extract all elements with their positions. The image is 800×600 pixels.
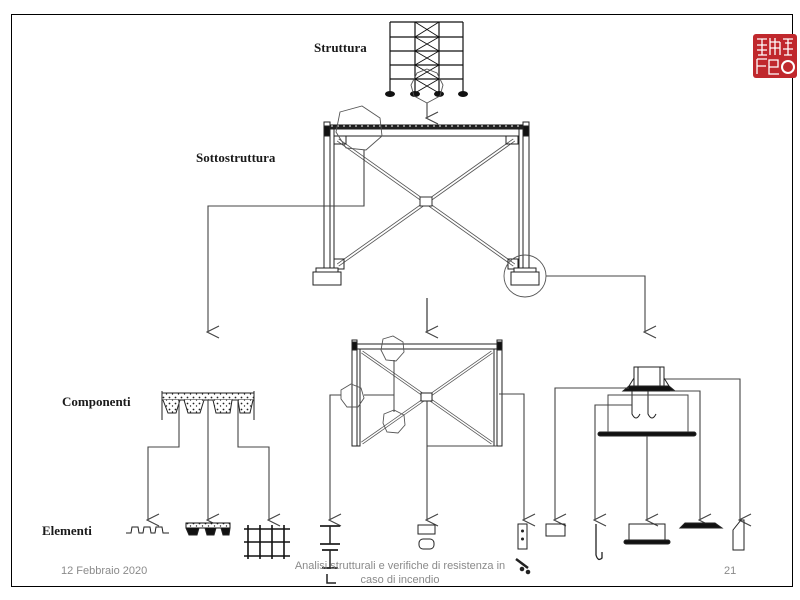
element-rebar-mesh	[244, 525, 290, 559]
braced-frame-component	[340, 335, 503, 447]
footer-date: 12 Febbraio 2020	[61, 565, 148, 577]
substructure-frame-drawing	[312, 105, 547, 298]
label-structure: Struttura	[314, 40, 367, 55]
element-grout-pad	[678, 522, 724, 529]
element-anchor-bolt	[595, 524, 603, 561]
connector-to-anchor	[595, 404, 632, 520]
slide-frame	[11, 14, 793, 587]
column-base-component	[597, 366, 697, 437]
connector-to-bolted-plate	[499, 393, 524, 520]
connector-to-stiffener	[665, 378, 740, 520]
connector-substructure-to-base	[546, 275, 645, 332]
footer-page-number: 21	[724, 565, 737, 577]
element-steel-deck	[126, 526, 169, 534]
element-base-plate	[623, 523, 671, 545]
footer-title-line1: Analisi strutturali e verifiche di resis…	[294, 560, 506, 572]
connector-to-i-beam	[330, 394, 341, 520]
connector-to-grout	[670, 390, 700, 520]
element-hollow-sections	[417, 524, 436, 550]
connector-substructure-to-slab	[208, 150, 365, 332]
element-concrete-slab	[185, 522, 231, 536]
element-i-beam	[320, 525, 340, 584]
label-components: Componenti	[62, 394, 131, 409]
footer-title: Analisi strutturali e verifiche di resis…	[270, 559, 530, 587]
element-bolted-plate	[515, 523, 531, 575]
element-stiffener	[732, 519, 745, 551]
label-elements: Elementi	[42, 523, 92, 538]
structure-frame-drawing	[385, 21, 468, 104]
footer-title-line2: caso di incendio	[360, 574, 440, 586]
element-plate	[545, 523, 566, 537]
connector-to-deck	[148, 400, 180, 520]
seal-icon	[753, 34, 797, 78]
connector-to-plate	[555, 387, 629, 520]
label-substructure: Sottostruttura	[196, 150, 276, 165]
elements-row	[126, 519, 745, 584]
red-seal-logo	[752, 33, 798, 79]
connector-to-rebar	[237, 400, 269, 520]
